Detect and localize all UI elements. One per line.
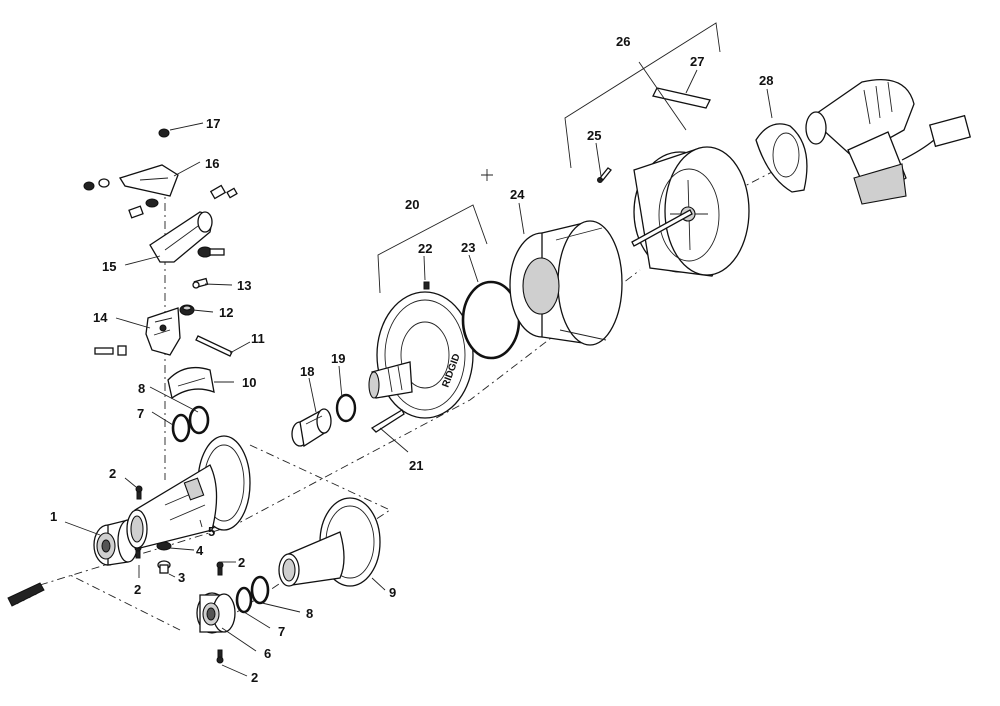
part-21-bracket (370, 409, 405, 433)
callout-2-upper: 2 (109, 466, 116, 481)
callout-11: 11 (251, 331, 265, 346)
part-25-screw (597, 167, 612, 183)
callout-8-upper: 8 (138, 381, 145, 396)
part-14-bracket (94, 307, 181, 356)
part-22-screw (423, 281, 430, 290)
callout-28: 28 (759, 73, 773, 88)
callout-4: 4 (196, 543, 204, 558)
part-13-bolt (192, 277, 209, 289)
callout-24: 24 (510, 187, 525, 202)
part-7-ring-lower (235, 586, 253, 614)
callout-5: 5 (208, 524, 215, 539)
part-9-rear-housing (278, 497, 381, 587)
callout-21: 21 (409, 458, 423, 473)
callout-23: 23 (461, 240, 475, 255)
part-6-bushing (196, 592, 236, 634)
part-3-screw (157, 560, 171, 574)
callout-14: 14 (93, 310, 108, 325)
part-28-adapter-plate (755, 123, 808, 193)
part-8-ring-lower (250, 575, 270, 605)
part-10-half-cover (167, 366, 215, 400)
callout-13: 13 (237, 278, 251, 293)
callout-2-lower-right: 2 (238, 555, 245, 570)
part-24-inner-drum (509, 220, 623, 346)
callout-19: 19 (331, 351, 345, 366)
callout-12: 12 (219, 305, 233, 320)
callout-8-lower: 8 (306, 606, 313, 621)
callout-1: 1 (50, 509, 57, 524)
part-20-drum-plate: RIDGID (368, 291, 474, 419)
crosshair-mark (481, 169, 493, 181)
part-26-outer-drum (631, 146, 750, 277)
callout-16: 16 (205, 156, 219, 171)
callout-3: 3 (178, 570, 185, 585)
callout-26: 26 (616, 34, 630, 49)
part-19-ring (335, 393, 357, 423)
callout-20: 20 (405, 197, 419, 212)
part-11-pin (195, 335, 233, 357)
callout-7-lower: 7 (278, 624, 285, 639)
cable-tip (7, 582, 45, 607)
leader-lines (64, 22, 773, 677)
callout-labels: 1 2 2 2 2 3 4 5 6 7 7 8 8 9 10 11 12 13 … (50, 34, 773, 685)
part-18-sleeve (291, 408, 332, 448)
part-8-ring-upper (188, 405, 210, 435)
callout-25: 25 (587, 128, 601, 143)
callout-22: 22 (418, 241, 432, 256)
callout-18: 18 (300, 364, 314, 379)
part-16-top-cover (83, 164, 179, 208)
callout-7-upper: 7 (137, 406, 144, 421)
part-7-ring-upper (171, 413, 191, 443)
callout-27: 27 (690, 54, 704, 69)
part-27-label (652, 87, 711, 109)
callout-10: 10 (242, 375, 256, 390)
callout-2-lower-left: 2 (134, 582, 141, 597)
part-5-front-housing (126, 435, 251, 549)
callout-6: 6 (264, 646, 271, 661)
callout-15: 15 (102, 259, 116, 274)
drill-motor (805, 78, 972, 205)
part-17-knob (158, 128, 170, 138)
part-15-handle (128, 184, 238, 263)
part-12-nut (179, 304, 195, 316)
callout-2-bottom: 2 (251, 670, 258, 685)
callout-17: 17 (206, 116, 220, 131)
callout-9: 9 (389, 585, 396, 600)
